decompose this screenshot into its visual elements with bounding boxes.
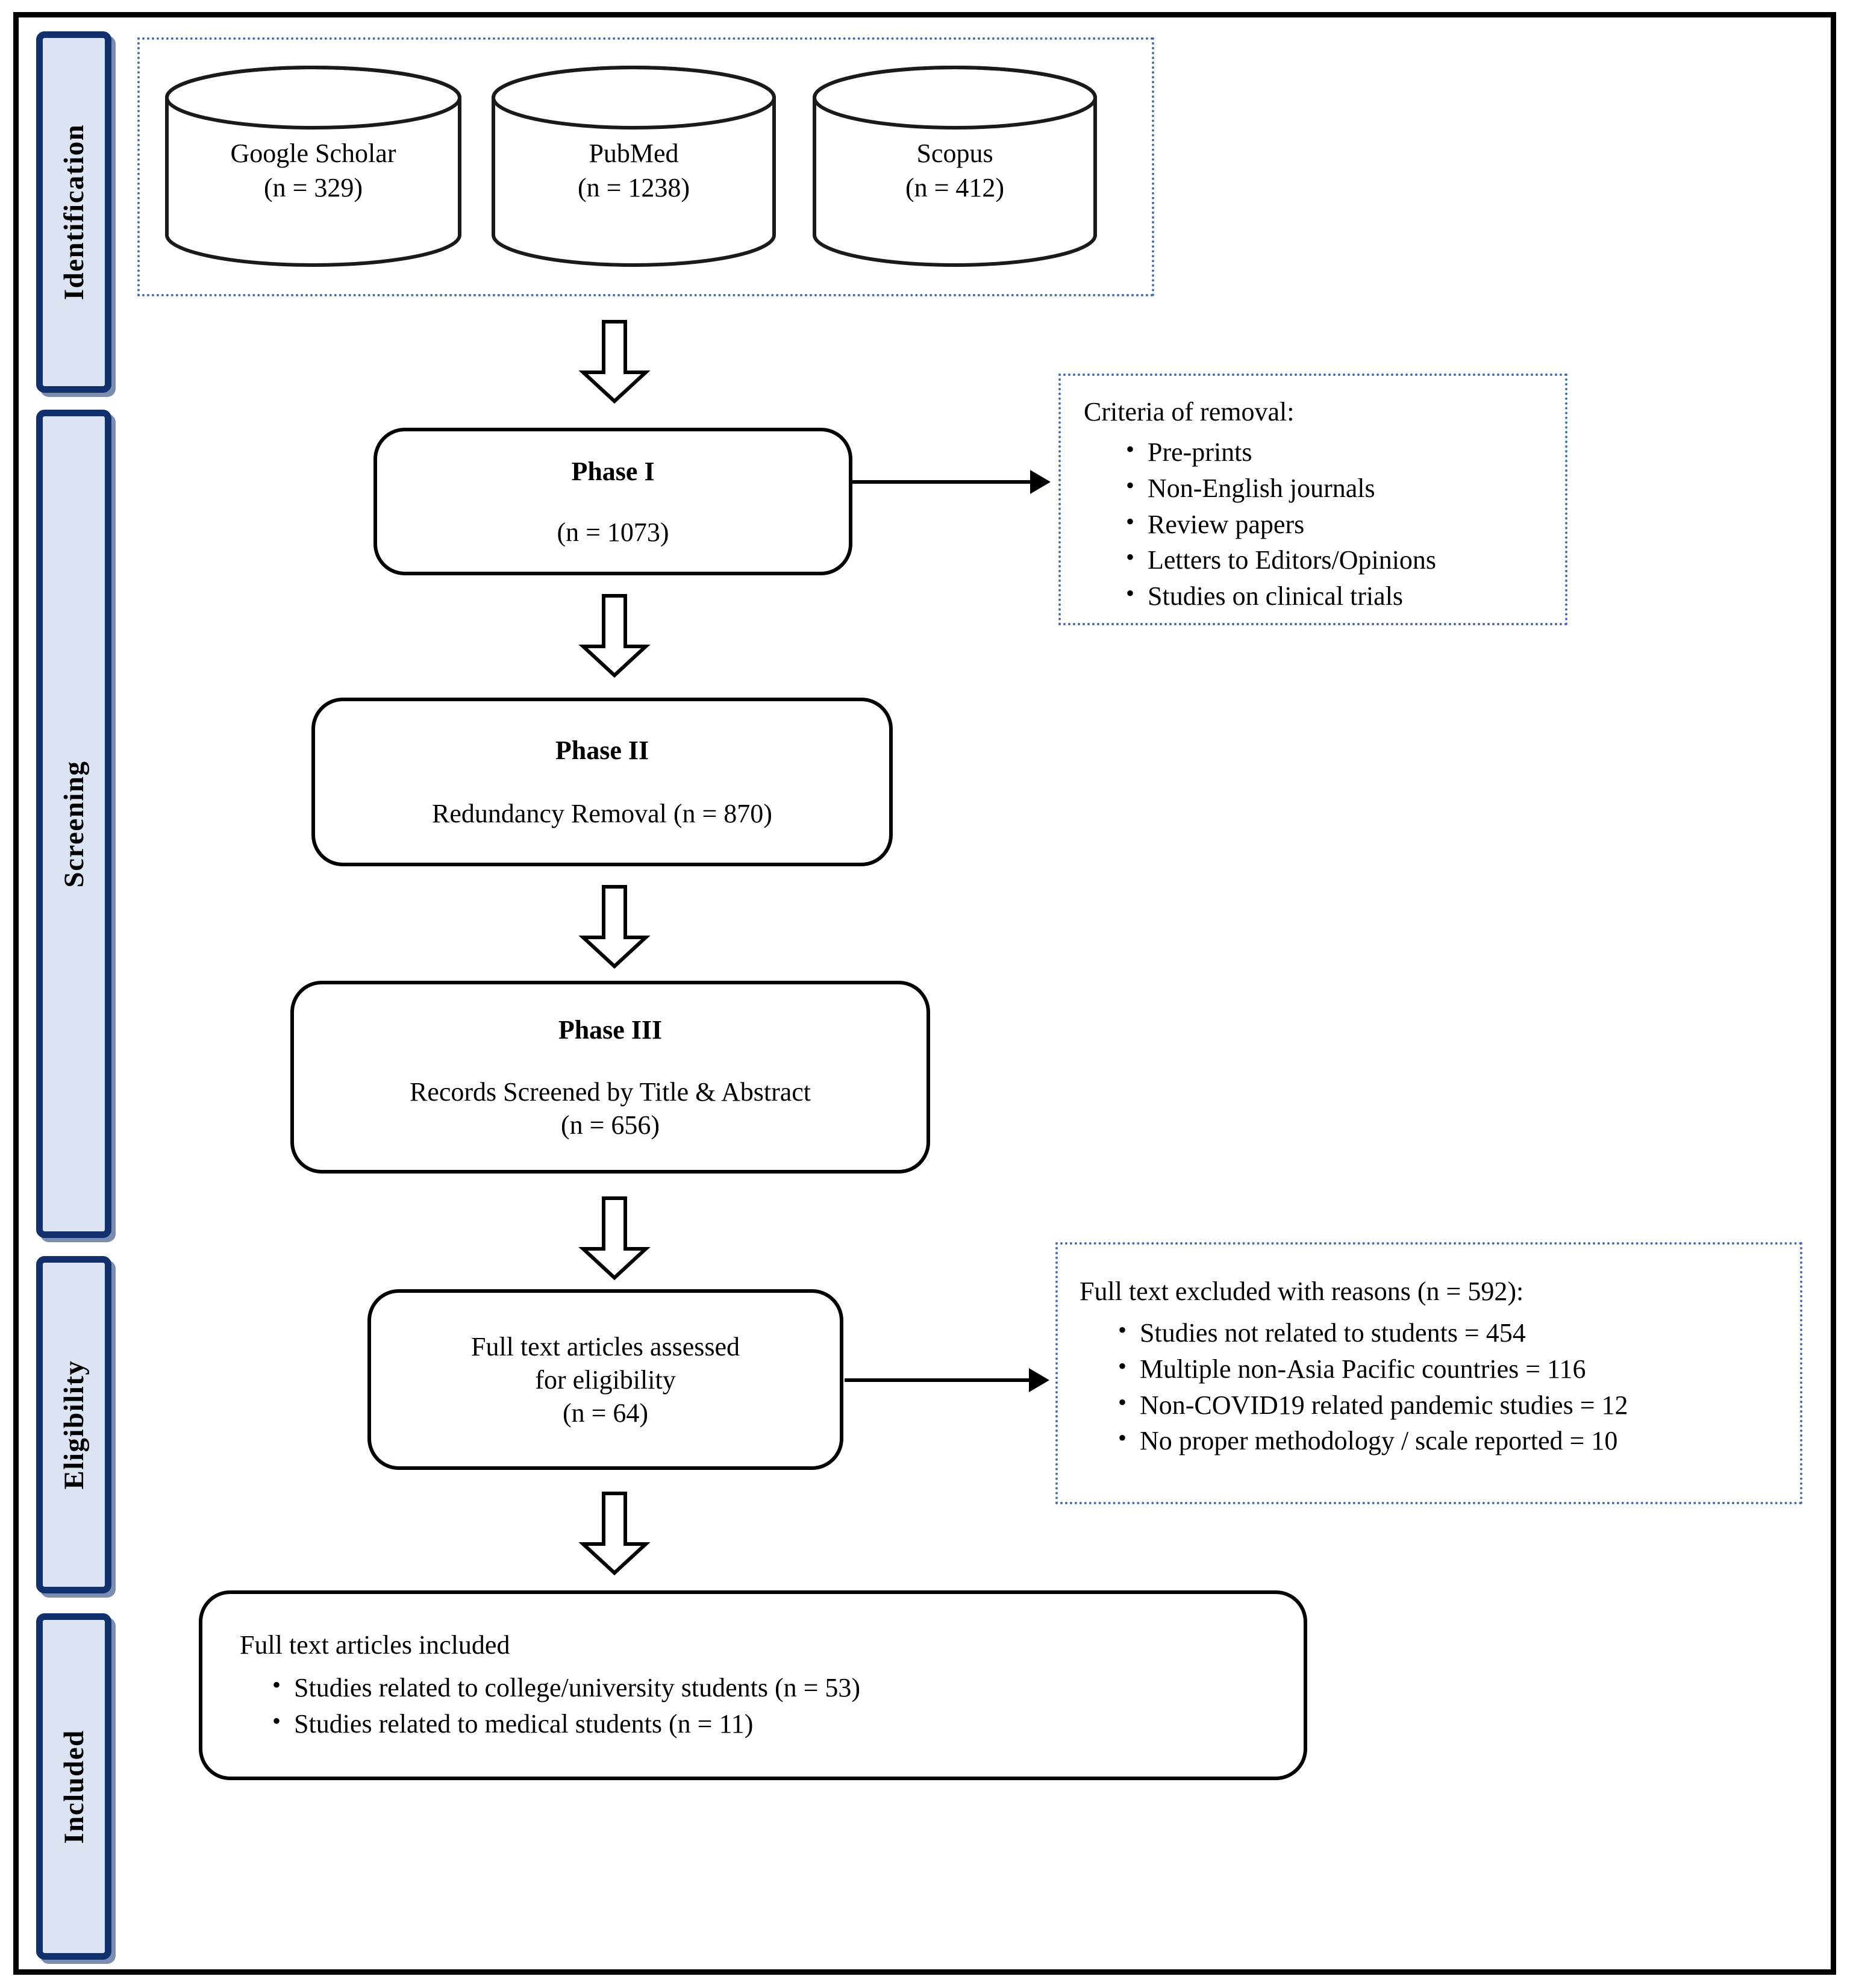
phase3-title: Phase III: [558, 1014, 663, 1045]
stage-label-eligibility: Eligibility: [36, 1256, 111, 1593]
block-down-arrow-icon: [578, 594, 651, 678]
criteria-of-removal-item: Letters to Editors/Opinions: [1121, 541, 1565, 578]
phase3-count: (n = 656): [560, 1110, 660, 1140]
included-articles-list: Studies related to college/university st…: [267, 1669, 860, 1742]
full-text-excluded-item: Non-COVID19 related pandemic studies = 1…: [1113, 1386, 1800, 1424]
eligibility-assessed-line1: Full text articles assessed: [470, 1331, 740, 1361]
database-google-scholar-name: Google Scholar: [230, 139, 396, 168]
included-articles-box: Full text articles included Studies rela…: [199, 1590, 1307, 1780]
phase2-box: Phase II Redundancy Removal (n = 870): [311, 698, 893, 866]
phase1-title: Phase I: [571, 456, 655, 486]
database-scopus: Scopus (n = 412): [810, 64, 1099, 269]
stage-label-identification-text: Identification: [58, 123, 90, 301]
arrow-sources-to-phase1: [578, 319, 651, 404]
full-text-excluded-box: Full text excluded with reasons (n = 592…: [1055, 1242, 1802, 1504]
database-pubmed: PubMed (n = 1238): [489, 64, 778, 269]
block-down-arrow-icon: [578, 320, 651, 404]
phase1-box: Phase I (n = 1073): [373, 428, 852, 575]
full-text-excluded-item: Studies not related to students = 454: [1113, 1314, 1800, 1351]
phase3-detail: Records Screened by Title & Abstract: [409, 1077, 811, 1107]
block-down-arrow-icon: [578, 1196, 651, 1281]
stage-label-screening-text: Screening: [58, 760, 90, 888]
database-pubmed-count: (n = 1238): [577, 173, 690, 203]
arrow-phase1-to-criteria-line: [852, 480, 1033, 484]
included-articles-item: Studies related to medical students (n =…: [267, 1705, 860, 1742]
identification-sources-group: [137, 37, 1154, 296]
arrow-phase1-to-criteria-head: [1030, 470, 1051, 494]
phase2-title: Phase II: [555, 736, 649, 765]
arrow-phase1-to-phase2: [578, 593, 651, 678]
arrow-eligibility-to-excluded-head: [1029, 1368, 1049, 1392]
criteria-of-removal-box: Criteria of removal: Pre-prints Non-Engl…: [1058, 374, 1567, 625]
stage-label-screening: Screening: [36, 410, 111, 1238]
criteria-of-removal-item: Studies on clinical trials: [1121, 577, 1565, 614]
database-scopus-label: Scopus (n = 412): [810, 136, 1099, 205]
database-cylinder-icon: [492, 66, 776, 267]
stage-label-identification: Identification: [36, 31, 111, 393]
database-cylinder-icon: [813, 66, 1097, 267]
criteria-of-removal-list: Pre-prints Non-English journals Review p…: [1121, 433, 1565, 614]
full-text-excluded-item: Multiple non-Asia Pacific countries = 11…: [1113, 1350, 1800, 1387]
block-down-arrow-icon: [578, 885, 651, 969]
database-pubmed-name: PubMed: [589, 139, 679, 168]
included-articles-item: Studies related to college/university st…: [267, 1669, 860, 1706]
arrow-eligibility-to-excluded-line: [845, 1378, 1031, 1382]
stage-label-eligibility-text: Eligibility: [58, 1360, 90, 1490]
database-scopus-name: Scopus: [916, 139, 993, 168]
database-scopus-count: (n = 412): [905, 173, 1005, 203]
phase3-box: Phase III Records Screened by Title & Ab…: [290, 981, 930, 1174]
full-text-excluded-list: Studies not related to students = 454 Mu…: [1113, 1314, 1800, 1459]
full-text-excluded-heading: Full text excluded with reasons (n = 592…: [1080, 1277, 1524, 1306]
eligibility-assessed-count: (n = 64): [562, 1398, 649, 1428]
criteria-of-removal-item: Non-English journals: [1121, 469, 1565, 507]
stage-label-included-text: Included: [58, 1729, 90, 1844]
included-articles-heading: Full text articles included: [240, 1630, 510, 1660]
database-pubmed-label: PubMed (n = 1238): [489, 136, 778, 205]
database-cylinder-icon: [165, 66, 461, 267]
phase2-detail: Redundancy Removal (n = 870): [432, 799, 772, 828]
arrow-phase3-to-eligibility: [578, 1196, 651, 1281]
eligibility-assessed-box: Full text articles assessed for eligibil…: [367, 1289, 843, 1470]
criteria-of-removal-heading: Criteria of removal:: [1084, 397, 1295, 427]
criteria-of-removal-item: Review papers: [1121, 505, 1565, 543]
stage-label-included: Included: [36, 1613, 111, 1960]
full-text-excluded-item: No proper methodology / scale reported =…: [1113, 1422, 1800, 1459]
criteria-of-removal-item: Pre-prints: [1121, 433, 1565, 470]
eligibility-assessed-line2: for eligibility: [535, 1364, 676, 1395]
arrow-eligibility-to-included: [578, 1491, 651, 1576]
block-down-arrow-icon: [578, 1492, 651, 1576]
database-google-scholar-label: Google Scholar (n = 329): [163, 136, 464, 205]
arrow-phase2-to-phase3: [578, 884, 651, 969]
database-google-scholar-count: (n = 329): [263, 173, 363, 203]
phase1-count: (n = 1073): [557, 517, 669, 547]
database-google-scholar: Google Scholar (n = 329): [163, 64, 464, 269]
